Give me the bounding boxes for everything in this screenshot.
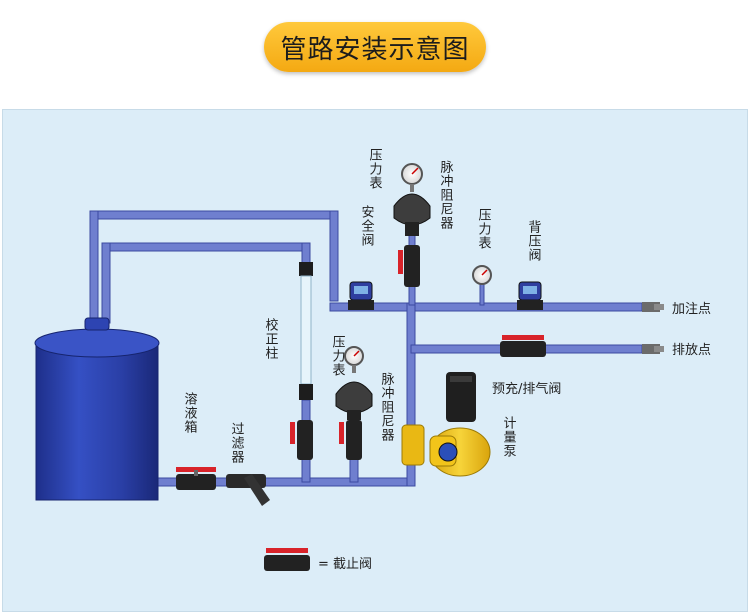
label-back-pressure-valve: 背压阀 — [525, 220, 541, 262]
label-calibration-column: 校正柱 — [262, 318, 278, 360]
shutoff-valve-icon — [176, 467, 216, 490]
label-safety-valve: 安全阀 — [358, 205, 374, 247]
shutoff-valve-icon — [500, 335, 546, 357]
pipe-segment — [301, 242, 311, 264]
back-pressure-valve-icon — [517, 281, 543, 310]
pipe-segment — [329, 302, 643, 312]
nozzle-icon — [642, 302, 664, 312]
label-prime-vent-valve: 预充/排气阀 — [492, 382, 562, 397]
pipe-segment — [101, 242, 311, 252]
label-solution-tank: 溶液箱 — [181, 392, 197, 434]
label-metering-pump: 计量泵 — [500, 416, 516, 458]
shutoff-valve-icon — [339, 420, 362, 460]
legend-shutoff-valve: = 截止阀 — [318, 557, 373, 572]
pipe-segment — [101, 242, 111, 324]
pressure-gauge-icon — [401, 163, 423, 192]
safety-valve-icon — [348, 281, 374, 310]
label-pulse-damper-top: 脉冲阻尼器 — [437, 160, 453, 230]
page-title: 管路安装示意图 — [264, 22, 486, 72]
label-drain-point: 排放点 — [672, 343, 712, 358]
pipe-segment — [479, 282, 485, 306]
pressure-gauge-icon — [472, 265, 492, 285]
shutoff-valve-icon — [290, 420, 313, 460]
label-filter: 过滤器 — [228, 422, 244, 464]
label-pressure-gauge-right: 压力表 — [475, 208, 491, 250]
shutoff-valve-icon — [398, 245, 420, 287]
pressure-gauge-icon — [344, 346, 364, 373]
calibration-column-icon — [299, 262, 313, 400]
filter-icon — [226, 474, 270, 506]
label-pulse-damper-mid: 脉冲阻尼器 — [378, 372, 394, 442]
pipe-segment — [329, 210, 339, 302]
pipe-segment — [89, 210, 99, 324]
pipes — [89, 210, 643, 487]
label-pressure-gauge-mid: 压力表 — [329, 335, 345, 377]
nozzle-icon — [642, 344, 664, 354]
pulse-damper-icon — [335, 381, 373, 420]
label-dosing-point: 加注点 — [672, 302, 712, 317]
tank-icon — [34, 317, 160, 501]
label-pressure-gauge-top: 压力表 — [366, 148, 382, 190]
shutoff-valve-icon — [264, 548, 310, 571]
pipe-segment — [406, 302, 416, 436]
pulse-damper-icon — [393, 193, 431, 236]
pump-icon — [401, 372, 491, 477]
pipe-segment — [89, 210, 339, 220]
